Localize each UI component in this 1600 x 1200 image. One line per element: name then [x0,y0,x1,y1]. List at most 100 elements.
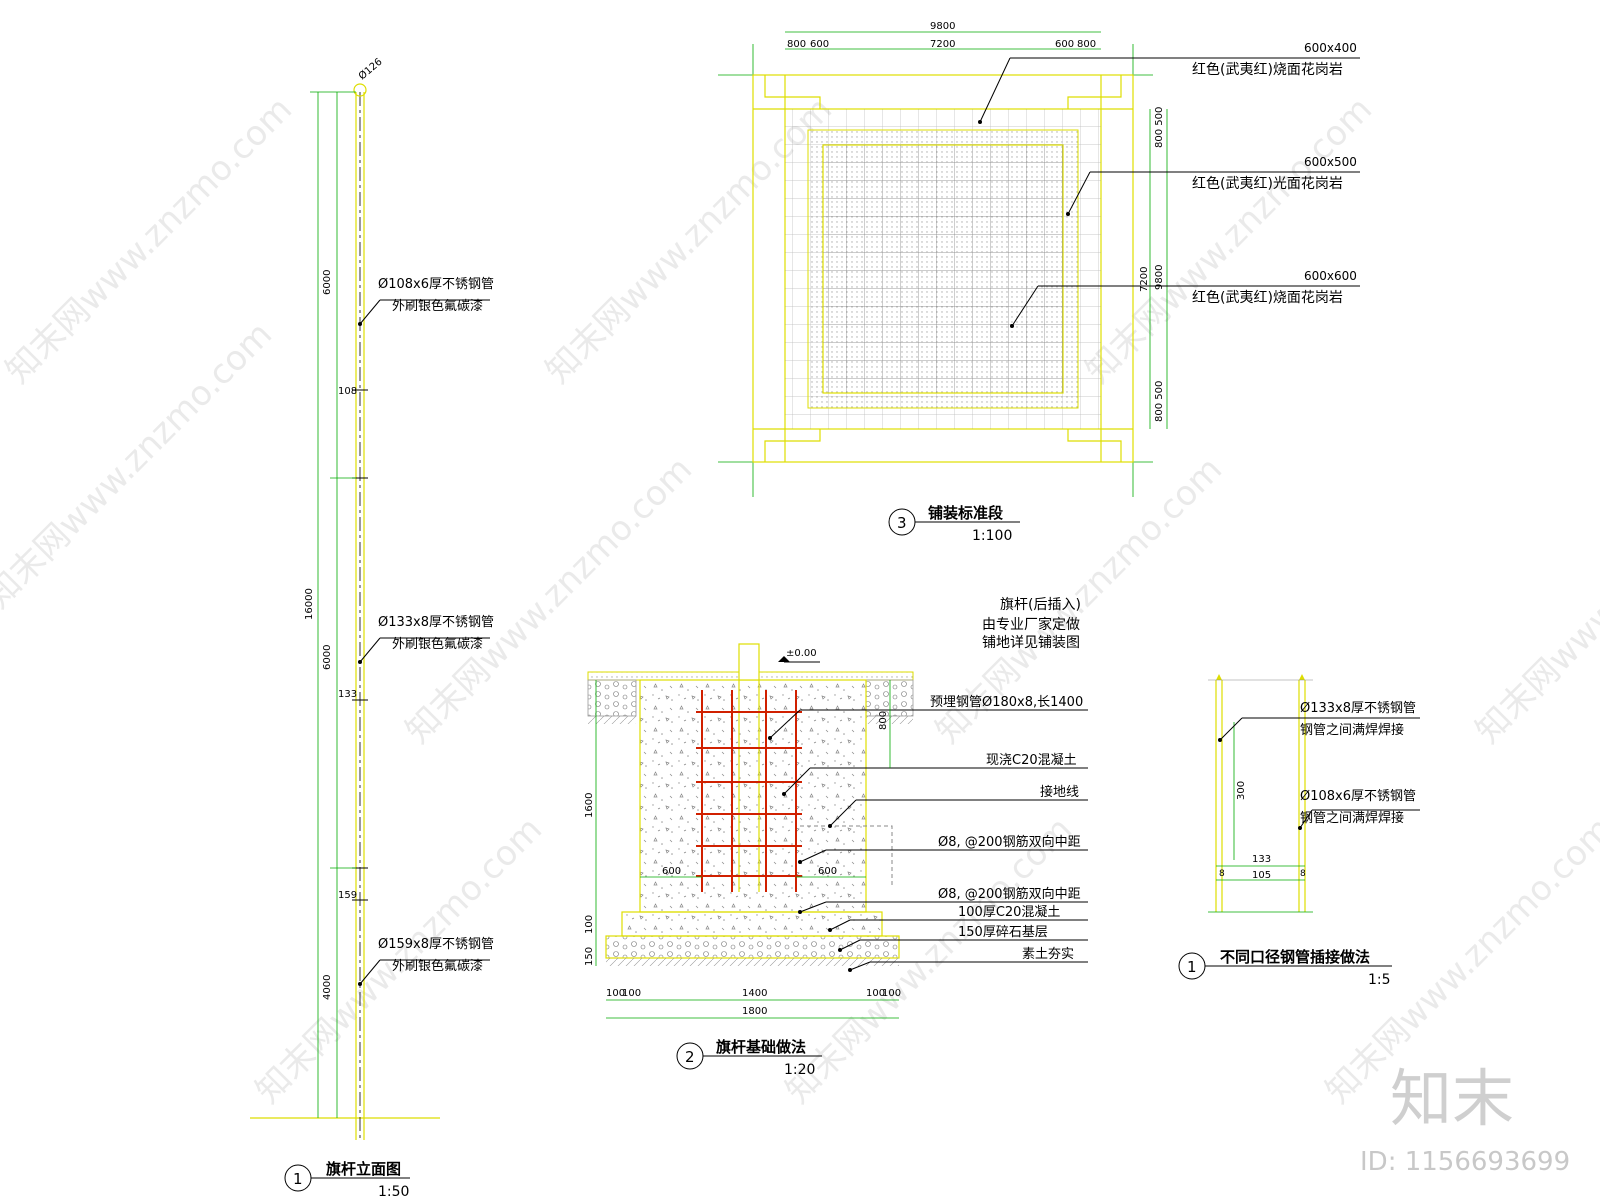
title-number: 3 [897,514,907,532]
joint-note-108-b: 钢管之间满焊焊接 [1300,810,1404,826]
leader-dot [978,120,982,124]
dim-150-base: 150 [584,947,595,966]
dim-8-right: 8 [1300,869,1306,879]
pipe-joint-detail: 300 133 105 8 8 Ø133x8厚不锈钢管 钢管之间满焊焊接 Ø10… [1178,674,1420,988]
flagpole-socket [738,643,760,681]
paving-edge-strips [764,75,1122,462]
foundation-title: 旗杆基础做法 [716,1038,806,1056]
dim-100-a: 100 [606,988,625,999]
dim-7200-top: 7200 [930,39,955,50]
paving-corner-strips [753,75,1133,462]
paving-title: 铺装标准段 [928,504,1003,522]
title-number: 1 [293,1170,303,1188]
watermark-logo: 知末 [1390,1062,1514,1135]
gravel-base-layer [605,935,900,959]
dim-9800-right: 9800 [1154,265,1165,290]
side-soil-right [866,716,913,724]
callout-rebar-2: Ø8, @200钢筋双向中距 [938,886,1081,902]
joint-title: 不同口径钢管插接做法 [1220,948,1370,966]
legend-name-2: 红色(武夷红)光面花岗岩 [1192,175,1343,192]
dim-100-b: 100 [622,988,641,999]
paving-plan: 9800 800 600 7200 600 800 9800 7200 800 … [718,21,1360,544]
dim-100-base: 100 [584,915,595,934]
elevation-title: 旗杆立面图 [326,1160,401,1178]
leader-dot [1066,212,1070,216]
leader-dot [358,982,362,986]
callout-soil: 素土夯实 [1022,947,1074,962]
leader-dot [358,660,362,664]
level-label: ±0.00 [786,648,817,659]
joint-scale: 1:5 [1368,972,1391,988]
leader-line [979,57,1011,123]
concrete-body [639,679,867,913]
dim-9800-top: 9800 [930,21,955,32]
note-pipe-133: Ø133x8厚不锈钢管 [378,615,494,630]
title-number: 1 [1187,958,1197,976]
side-base-left [587,679,637,717]
leader-line [359,637,381,663]
dim-16000: 16000 [304,588,315,620]
leader-line [1067,171,1091,215]
leader-dot [1010,324,1014,328]
note-paint-108: 外刷银色氟碳漆 [392,298,483,314]
dim-800: 800 [878,711,889,730]
joint-label-108: 108 [338,386,357,397]
joint-label-133: 133 [338,689,357,700]
elevation-scale: 1:50 [378,1184,409,1200]
note-manufacturer: 由专业厂家定做 [982,616,1080,633]
callout-cast-concrete: 现浇C20混凝土 [986,752,1077,768]
paving-outer-border [752,74,1134,463]
side-base-right [865,679,914,717]
dim-right-top: 800 500 [1154,107,1165,148]
leader-line [359,299,381,325]
dim-800-left: 800 [787,39,806,50]
dim-7200-right: 7200 [1139,267,1150,292]
note-paving-ref: 铺地详见铺装图 [982,635,1080,651]
dim-600-right: 600 [818,866,837,877]
watermark-text: 知末网www.znzmo.com [1078,89,1380,391]
dim-100-c: 100 [866,988,885,999]
watermark-text: 知末网www.znzmo.com [1468,449,1600,751]
legend-size-3: 600x600 [1304,269,1357,283]
callout-ground-wire: 接地线 [1040,784,1079,800]
legend-size-2: 600x500 [1304,155,1357,169]
paving-scale: 1:100 [972,528,1012,544]
joint-note-133-a: Ø133x8厚不锈钢管 [1300,701,1416,716]
note-paint-133: 外刷银色氟碳漆 [392,636,483,652]
dim-600-right: 600 [1055,39,1074,50]
dim-800-right: 800 [1077,39,1096,50]
joint-note-108-a: Ø108x6厚不锈钢管 [1300,789,1416,804]
dim-1600: 1600 [584,793,595,818]
dim-top: Ø126 [356,56,384,83]
flagpole-elevation: Ø126 108 133 159 6000 6000 4000 16000 Ø1… [250,56,494,1200]
dim-6000-top: 6000 [322,270,333,295]
dim-right-bottom: 800 500 [1154,381,1165,422]
dim-4000: 4000 [322,975,333,1000]
callout-rebar-1: Ø8, @200钢筋双向中距 [938,834,1081,850]
legend-size-1: 600x400 [1304,41,1357,55]
dim-6000-mid: 6000 [322,645,333,670]
callout-c20: 100厚C20混凝土 [958,904,1060,920]
dim-600-left: 600 [810,39,829,50]
note-pipe-108: Ø108x6厚不锈钢管 [378,277,494,292]
pipe-break [1216,674,1305,680]
watermark-id: ID: 1156693699 [1360,1147,1570,1177]
dim-1800: 1800 [742,1006,767,1017]
foundation-scale: 1:20 [784,1062,815,1078]
dim-600-left: 600 [662,866,681,877]
leader-line [1011,285,1039,327]
note-pipe-159: Ø159x8厚不锈钢管 [378,937,494,952]
joint-note-133-b: 钢管之间满焊焊接 [1300,722,1404,738]
title-number: 2 [685,1048,695,1066]
rebar-cage [696,690,802,892]
dim-1400: 1400 [742,988,767,999]
side-soil-left [588,716,636,724]
dim-8-left: 8 [1219,869,1225,879]
level-marker [778,656,790,662]
callout-gravel: 150厚碎石基层 [958,925,1048,940]
dim-300: 300 [1236,781,1247,800]
pole-finial [353,83,367,97]
dim-100-d: 100 [882,988,901,999]
compacted-soil [606,958,899,966]
leader-line [359,959,381,985]
